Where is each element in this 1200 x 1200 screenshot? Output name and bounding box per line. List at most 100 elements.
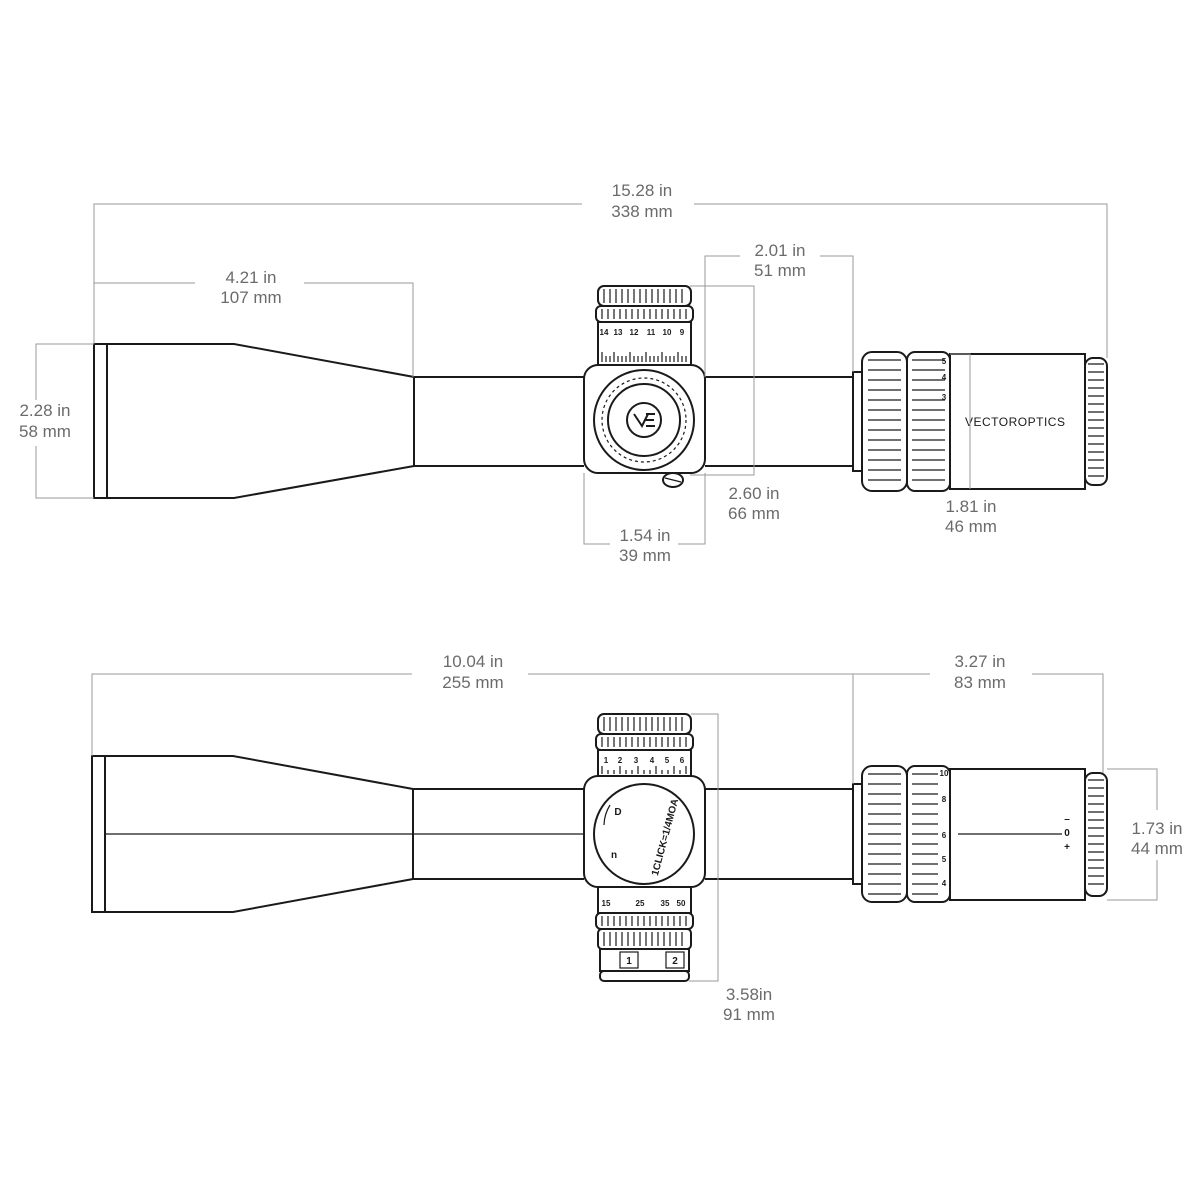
elevation-cap-knurl xyxy=(603,289,683,303)
dim-objective-to-tube-line xyxy=(94,282,414,377)
dim-eyepiece-length-in: 3.27 in xyxy=(954,652,1005,671)
windage-turret-outer[interactable] xyxy=(593,369,695,471)
dim-turret-total-height-in: 3.58in xyxy=(726,985,772,1004)
turret-screw xyxy=(662,472,684,488)
side-zoom-ring-knurl xyxy=(912,773,938,895)
turret-screw-slot xyxy=(664,477,682,483)
dim-overall-length-in: 15.28 in xyxy=(612,181,673,200)
dim-eyepiece-diameter-side-mm: 44 mm xyxy=(1131,839,1183,858)
dim-turret-height-mm: 66 mm xyxy=(728,504,780,523)
elev-scale-14: 14 xyxy=(600,328,609,337)
dim-objective-to-eyepiece-in: 10.04 in xyxy=(443,652,504,671)
diopter-mark-zero: 0 xyxy=(1064,828,1070,839)
parallax-scale-15: 15 xyxy=(602,899,611,908)
parallax-ring-knurl xyxy=(601,916,687,926)
illumination-knurl xyxy=(603,932,683,946)
diopter-mark-minus: – xyxy=(1064,814,1070,825)
illumination-button-2-label: 2 xyxy=(672,956,678,967)
brand-logo-badge xyxy=(626,402,662,438)
elevation-cap[interactable] xyxy=(597,285,692,307)
side-elevation-cap-knurl xyxy=(603,717,683,731)
diopter-knurl xyxy=(1088,363,1104,477)
windage-scale-2: 2 xyxy=(618,756,623,765)
illumination-button-1[interactable] xyxy=(619,951,639,969)
side-objective-ring xyxy=(91,755,106,913)
windage-dial-arc xyxy=(603,804,611,826)
dim-objective-diameter-in: 2.28 in xyxy=(19,401,70,420)
side-mag-scale-10: 10 xyxy=(940,769,949,778)
windage-letter-d: D xyxy=(614,807,621,818)
dim-overall-length-line xyxy=(93,203,1108,358)
dim-turret-to-eyepiece-line xyxy=(704,255,854,377)
side-mag-scale-8: 8 xyxy=(942,795,947,804)
dim-objective-to-tube-mm: 107 mm xyxy=(220,288,281,307)
objective-bell xyxy=(106,343,415,499)
side-elevation-ring-knurl xyxy=(601,737,687,747)
windage-knurl-ring xyxy=(601,377,687,463)
illumination-button-2[interactable] xyxy=(665,951,685,969)
side-diopter-ring[interactable] xyxy=(1084,772,1108,897)
dim-turret-width-line xyxy=(583,473,706,545)
illumination-knob[interactable] xyxy=(597,928,692,950)
mag-scale-3: 3 xyxy=(942,393,947,402)
diopter-mark-plus: + xyxy=(1064,842,1070,853)
side-mag-scale-6: 6 xyxy=(942,831,947,840)
side-view-dimensions: 10.04 in 255 mm 3.27 in 83 mm 1.73 in 44… xyxy=(91,652,1183,1024)
diopter-ring[interactable] xyxy=(1084,357,1108,486)
windage-dial-text: 1CLICK=1/4MOA xyxy=(650,798,681,877)
brand-text: VECTOROPTICS xyxy=(965,415,1065,429)
dim-turret-to-eyepiece-mm: 51 mm xyxy=(754,261,806,280)
dim-turret-height-line xyxy=(690,285,755,476)
side-mag-scale-5: 5 xyxy=(942,855,947,864)
illumination-button-1-label: 1 xyxy=(626,956,632,967)
windage-scale-3: 3 xyxy=(634,756,639,765)
windage-scale-6: 6 xyxy=(680,756,685,765)
elev-scale-9: 9 xyxy=(680,328,685,337)
side-power-ring-knurl xyxy=(868,773,901,895)
windage-scale-4: 4 xyxy=(650,756,655,765)
windage-turret-cap xyxy=(607,383,681,457)
dim-turret-width-mm: 39 mm xyxy=(619,546,671,565)
windage-dial[interactable] xyxy=(593,783,695,885)
dim-objective-to-eyepiece-mm: 255 mm xyxy=(442,673,503,692)
objective-ring xyxy=(93,343,108,499)
power-ring-knurl xyxy=(868,359,901,481)
mag-scale-4: 4 xyxy=(942,373,947,382)
dim-eyepiece-diameter-side-in: 1.73 in xyxy=(1131,819,1182,838)
illumination-cap xyxy=(599,970,690,982)
side-diopter-knurl xyxy=(1088,779,1104,885)
elev-scale-13: 13 xyxy=(614,328,623,337)
dim-overall-length-mm: 338 mm xyxy=(611,202,672,221)
top-view-scope: 14 13 12 11 10 9 5 4 3 VECTOROPTICS xyxy=(93,285,1108,499)
zoom-ring-knurl xyxy=(912,359,945,481)
dim-eyepiece-length-mm: 83 mm xyxy=(954,673,1006,692)
side-view-scope: D n 1CLICK=1/4MOA 1 2 3 4 5 6 15 25 35 5… xyxy=(91,713,1108,982)
parallax-scale-50: 50 xyxy=(677,899,686,908)
dim-objective-diameter-mm: 58 mm xyxy=(19,422,71,441)
dim-eyepiece-diameter-side-line xyxy=(1107,768,1158,901)
elevation-scale-body xyxy=(597,321,692,366)
dim-turret-to-eyepiece-in: 2.01 in xyxy=(754,241,805,260)
dim-turret-total-height-line xyxy=(689,713,719,982)
dim-eyepiece-diameter-in: 1.81 in xyxy=(945,497,996,516)
side-elevation-cap[interactable] xyxy=(597,713,692,735)
windage-scale-5: 5 xyxy=(665,756,670,765)
windage-scale-1: 1 xyxy=(604,756,609,765)
dim-eyepiece-diameter-mm: 46 mm xyxy=(945,517,997,536)
parallax-scale-25: 25 xyxy=(636,899,645,908)
side-eyepiece-neck xyxy=(852,783,863,885)
dim-eyepiece-length-line xyxy=(853,673,1104,773)
side-windage-scale-body xyxy=(597,749,692,777)
top-view-dimensions: 15.28 in 338 mm 4.21 in 107 mm 2.01 in 5… xyxy=(19,181,1108,565)
brand-logo-icon xyxy=(633,413,655,428)
dim-turret-width-in: 1.54 in xyxy=(619,526,670,545)
dim-eyepiece-diameter-line xyxy=(950,353,971,489)
elevation-ring-knurl xyxy=(601,309,687,319)
elev-scale-11: 11 xyxy=(647,328,656,337)
parallax-scale-35: 35 xyxy=(661,899,670,908)
elevation-scale-ticks xyxy=(601,352,687,362)
mag-scale-5: 5 xyxy=(942,357,947,366)
elev-scale-12: 12 xyxy=(630,328,639,337)
